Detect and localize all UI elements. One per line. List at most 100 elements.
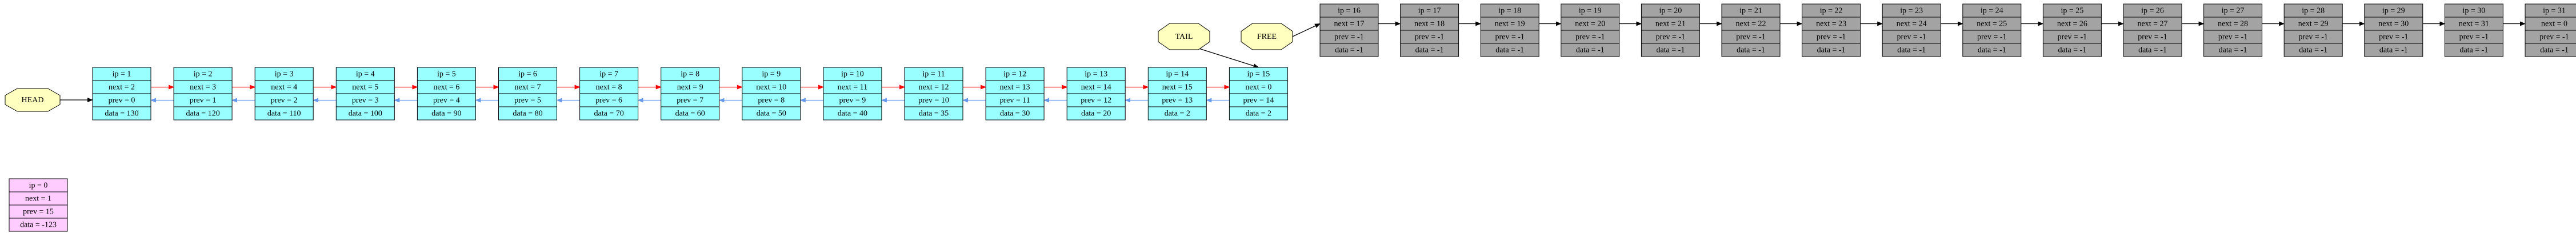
node-field-next: next = 12 bbox=[919, 83, 949, 92]
node-field-data: data = 30 bbox=[1000, 110, 1030, 118]
node-field-data: data = -1 bbox=[1576, 46, 1605, 55]
node-field-prev: prev = 13 bbox=[1162, 97, 1193, 105]
free-label-text: FREE bbox=[1257, 33, 1277, 41]
node-field-next: next = 11 bbox=[838, 83, 867, 92]
node-field-data: data = 100 bbox=[349, 110, 382, 118]
active-node: ip = 1 next = 2 prev = 0 data = 130 bbox=[92, 67, 151, 121]
node-field-data: data = -1 bbox=[1978, 46, 2006, 55]
node-field-next: next = 14 bbox=[1081, 83, 1111, 92]
node-field-next: next = 13 bbox=[1000, 83, 1030, 92]
node-field-ip: ip = 17 bbox=[1418, 7, 1441, 15]
node-field-next: next = 20 bbox=[1575, 20, 1605, 29]
node-field-prev: prev = 14 bbox=[1243, 97, 1274, 105]
node-field-data: data = 60 bbox=[675, 110, 705, 118]
tail-label-shape bbox=[1158, 23, 1210, 50]
node-field-next: next = 26 bbox=[2057, 20, 2087, 29]
node-field-ip: ip = 10 bbox=[841, 70, 864, 79]
node-field-ip: ip = 3 bbox=[275, 70, 294, 79]
node-field-data: data = 40 bbox=[838, 110, 867, 118]
node-field-ip: ip = 25 bbox=[2061, 7, 2084, 15]
node-field-prev: prev = -1 bbox=[1736, 33, 1765, 42]
node-field-prev: prev = 12 bbox=[1081, 97, 1111, 105]
node-field-ip: ip = 13 bbox=[1085, 70, 1107, 79]
node-field-prev: prev = -1 bbox=[2298, 33, 2327, 42]
node-field-prev: prev = 10 bbox=[918, 97, 949, 105]
node-field-ip: ip = 21 bbox=[1739, 7, 1762, 15]
node-field-ip: ip = 22 bbox=[1820, 7, 1843, 15]
node-field-data: data = -1 bbox=[1817, 46, 1846, 55]
node-field-ip: ip = 1 bbox=[113, 70, 131, 79]
node-field-ip: ip = 29 bbox=[2382, 7, 2405, 15]
node-field-next: next = 0 bbox=[2541, 20, 2567, 29]
node-field-data: data = -1 bbox=[1495, 46, 1524, 55]
node-field-ip: ip = 24 bbox=[1981, 7, 2003, 15]
node-field-data: data = -1 bbox=[1415, 46, 1444, 55]
node-field-next: next = 15 bbox=[1162, 83, 1193, 92]
node-field-prev: prev = -1 bbox=[2138, 33, 2167, 42]
node-field-ip: ip = 8 bbox=[681, 70, 699, 79]
node-field-next: next = 25 bbox=[1977, 20, 2007, 29]
node-field-next: next = 3 bbox=[190, 83, 216, 92]
node-field-prev: prev = -1 bbox=[1897, 33, 1926, 42]
node-field-next: next = 17 bbox=[1334, 20, 1365, 29]
node-field-next: next = 10 bbox=[756, 83, 786, 92]
node-field-next: next = 24 bbox=[1897, 20, 1927, 29]
node-field-next: next = 4 bbox=[271, 83, 297, 92]
node-field-next: next = 1 bbox=[25, 195, 51, 203]
node-field-data: data = 130 bbox=[105, 110, 138, 118]
node-field-next: next = 28 bbox=[2218, 20, 2248, 29]
node-field-next: next = 2 bbox=[109, 83, 135, 92]
node-field-next: next = 22 bbox=[1736, 20, 1766, 29]
node-field-data: data = -1 bbox=[2219, 46, 2247, 55]
node-field-ip: ip = 5 bbox=[437, 70, 456, 79]
node-field-prev: prev = -1 bbox=[1656, 33, 1685, 42]
node-field-prev: prev = 2 bbox=[271, 97, 298, 105]
node-field-next: next = 31 bbox=[2459, 20, 2489, 29]
node-field-prev: prev = 0 bbox=[109, 97, 135, 105]
node-field-data: data = -1 bbox=[1737, 46, 1765, 55]
node-field-ip: ip = 23 bbox=[1900, 7, 1923, 15]
node-field-next: next = 0 bbox=[1245, 83, 1271, 92]
node-field-prev: prev = 7 bbox=[677, 97, 703, 105]
free-label: FREE bbox=[1241, 23, 1293, 50]
node-field-data: data = -1 bbox=[2299, 46, 2327, 55]
node-field-data: data = -1 bbox=[2540, 46, 2569, 55]
node-field-data: data = 90 bbox=[431, 110, 461, 118]
node-field-data: data = -1 bbox=[2459, 46, 2488, 55]
node-field-ip: ip = 26 bbox=[2141, 7, 2164, 15]
node-field-prev: prev = 5 bbox=[514, 97, 541, 105]
node-field-data: data = -1 bbox=[2138, 46, 2167, 55]
head-label: HEAD bbox=[5, 88, 61, 112]
head-label-text: HEAD bbox=[22, 96, 44, 105]
tail-edge bbox=[1195, 47, 1259, 69]
node-field-data: data = 80 bbox=[513, 110, 542, 118]
node-field-ip: ip = 30 bbox=[2463, 7, 2486, 15]
node-field-next: next = 29 bbox=[2298, 20, 2329, 29]
node-field-next: next = 23 bbox=[1816, 20, 1846, 29]
node-field-next: next = 5 bbox=[352, 83, 378, 92]
node-field-prev: prev = 8 bbox=[758, 97, 785, 105]
node-field-data: data = -1 bbox=[2058, 46, 2086, 55]
node-field-prev: prev = 6 bbox=[595, 97, 622, 105]
node-field-data: data = -1 bbox=[1656, 46, 1685, 55]
